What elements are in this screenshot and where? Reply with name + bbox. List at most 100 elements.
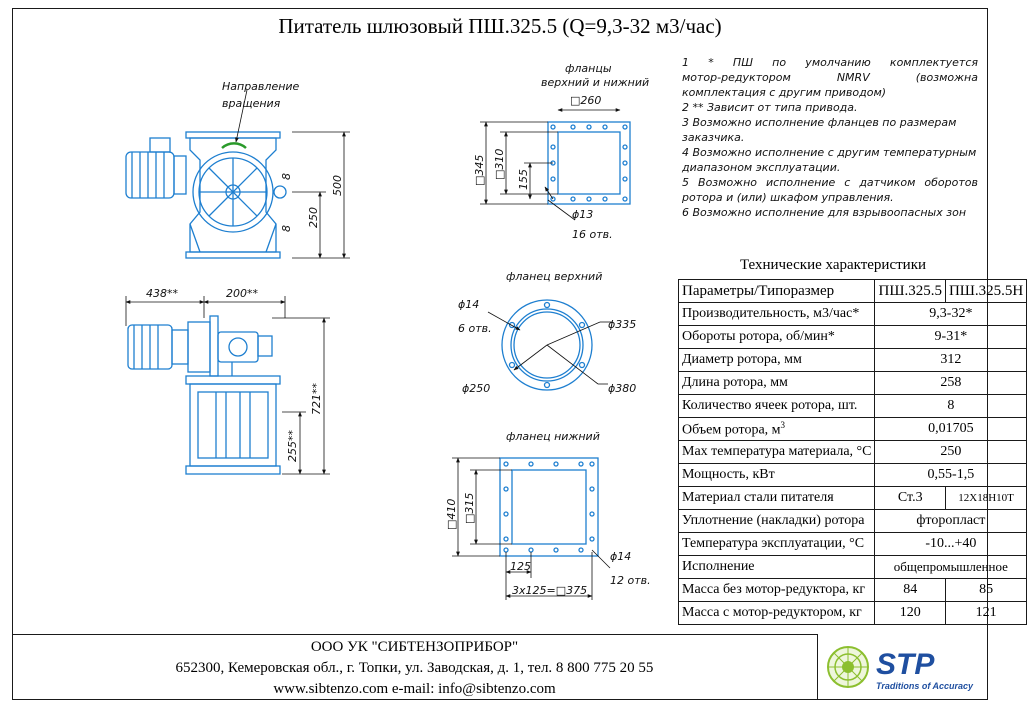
row-param: Производительность, м3/час*: [677, 302, 876, 326]
dim-d250: ϕ250: [462, 382, 490, 395]
note-line: 6 Возможно исполнение для взрывоопасных …: [682, 206, 967, 219]
dim-d380: ϕ380: [608, 382, 636, 395]
header-col1: ПШ.325.5: [874, 279, 946, 303]
dim-sq310: □310: [493, 149, 506, 180]
front-view: [125, 131, 287, 259]
row-param: Max температура материала, °С: [677, 440, 876, 464]
note-line: заказчика.: [682, 131, 745, 144]
side-view: [127, 315, 281, 475]
row-param: Объем ротора, м: [682, 422, 781, 438]
dim-sq260: □260: [570, 94, 601, 107]
row-param: Диаметр ротора, мм: [677, 348, 876, 372]
row-param: Длина ротора, мм: [677, 371, 876, 395]
note-line: 2 ** Зависит от типа привода.: [682, 101, 858, 114]
row-value: 250: [874, 440, 1027, 464]
dim-sq315: □315: [463, 493, 476, 524]
holes-16: 16 отв.: [572, 228, 613, 241]
dim-721: 721**: [310, 383, 323, 415]
table-row: Температура эксплуатации, °С -10...+40: [677, 532, 1027, 556]
dim-d335: ϕ335: [608, 318, 636, 331]
row-value: фторопласт: [874, 509, 1027, 533]
technical-drawing: Направление вращения 500 250 8 8 438** 2: [125, 62, 651, 600]
flange-round-upper-dims: [487, 311, 612, 385]
note-line: диапазоном эксплуатации.: [682, 161, 841, 174]
front-view-dims: [235, 89, 350, 259]
dim-8a: 8: [280, 173, 293, 180]
table-row: Масса с мотор-редуктором, кг 120 121: [677, 601, 1027, 625]
row-value-2: 121: [944, 601, 1027, 625]
dim-155: 155: [517, 169, 530, 190]
row-value: общепромышленное: [874, 555, 1027, 579]
note-line: ротора и (или) шкафом управления.: [682, 191, 894, 204]
side-view-dims: [125, 296, 330, 475]
company-name: ООО УК "СИБТЕНЗОПРИБОР": [310, 639, 519, 655]
rotation-label-2: вращения: [222, 97, 281, 110]
dim-125: 125: [510, 560, 531, 573]
upper-flange-label: фланец верхний: [506, 270, 602, 283]
lower-flange-label: фланец нижний: [506, 430, 600, 443]
note-line: 5 Возможно исполнение с датчиком оборото…: [682, 176, 978, 189]
flange-square-top: [547, 121, 631, 205]
row-param: Материал стали питателя: [677, 486, 876, 510]
table-row: Объем ротора, м3 0,01705: [677, 417, 1027, 441]
dim-438: 438**: [146, 287, 178, 300]
row-value: 9,3-32*: [874, 302, 1027, 326]
row-value: 312: [874, 348, 1027, 372]
flange-square-top-dims: [480, 108, 621, 221]
row-param: Уплотнение (накладки) ротора: [677, 509, 876, 533]
dim-d13: ϕ13: [572, 208, 593, 221]
row-param-cell: Объем ротора, м3: [677, 417, 876, 441]
dim-sq345: □345: [473, 155, 486, 186]
flange-square-lower: [499, 457, 599, 557]
stp-logo: STP Traditions of Accuracy: [818, 634, 988, 700]
dim-200: 200**: [226, 287, 258, 300]
table-row: Диаметр ротора, мм 312: [677, 348, 1027, 372]
dim-3x125: 3x125=□375: [512, 584, 587, 597]
note-line: 3 Возможно исполнение фланцев по размера…: [682, 116, 957, 129]
table-row: Исполнение общепромышленное: [677, 555, 1027, 579]
row-value-1: Ст.3: [874, 486, 946, 510]
logo-emblem-icon: [827, 646, 869, 688]
row-param: Количество ячеек ротора, шт.: [677, 394, 876, 418]
row-value-2: 12Х18Н10Т: [944, 486, 1027, 510]
dim-500: 500: [331, 175, 344, 196]
notes-block: 1 * ПШ по умолчанию комплектуется мотор-…: [682, 55, 978, 220]
spec-title: Технические характеристики: [739, 257, 927, 273]
dim-sq410: □410: [445, 499, 458, 530]
logo-tagline: Traditions of Accuracy: [876, 681, 974, 691]
table-row: Max температура материала, °С 250: [677, 440, 1027, 464]
note-line: 4 Возможно исполнение с другим температу…: [682, 146, 977, 159]
table-row: Обороты ротора, об/мин* 9-31*: [677, 325, 1027, 349]
dim-255: 255**: [286, 430, 299, 462]
row-param: Масса с мотор-редуктором, кг: [677, 601, 876, 625]
table-row: Производительность, м3/час* 9,3-32*: [677, 302, 1027, 326]
row-value: -10...+40: [874, 532, 1027, 556]
logo-name: STP: [876, 648, 935, 681]
holes-12: 12 отв.: [610, 574, 651, 587]
dim-d14b: ϕ14: [610, 550, 631, 563]
table-row: Количество ячеек ротора, шт. 8: [677, 394, 1027, 418]
row-param: Обороты ротора, об/мин*: [677, 325, 876, 349]
row-value: 0,01705: [874, 417, 1027, 441]
row-value: 8: [874, 394, 1027, 418]
note-line: 1 * ПШ по умолчанию комплектуется: [682, 56, 978, 69]
row-param: Температура эксплуатации, °С: [677, 532, 876, 556]
flange-round-upper: [501, 299, 593, 391]
flange-square-lower-dims: [452, 457, 611, 600]
page-title: Питатель шлюзовый ПШ.325.5 (Q=9,3-32 м3/…: [278, 14, 722, 38]
row-param: Исполнение: [677, 555, 876, 579]
rotation-label-1: Направление: [222, 80, 300, 93]
company-address: 652300, Кемеровская обл., г. Топки, ул. …: [175, 660, 654, 676]
spec-table: Параметры/Типоразмер ПШ.325.5 ПШ.325.5Н …: [677, 279, 1027, 625]
flanges-label-2: верхний и нижний: [541, 76, 649, 89]
dim-8b: 8: [280, 225, 293, 232]
row-value-1: 120: [874, 601, 946, 625]
table-row: Материал стали питателя Ст.3 12Х18Н10Т: [677, 486, 1027, 510]
row-param: Мощность, кВт: [677, 463, 876, 487]
row-param-sup: 3: [780, 419, 786, 430]
table-header-row: Параметры/Типоразмер ПШ.325.5 ПШ.325.5Н: [677, 279, 1027, 303]
note-line: мотор-редуктором NMRV (возможна: [682, 71, 978, 84]
note-line: комплектация с другим приводом): [682, 86, 887, 99]
table-row: Мощность, кВт 0,55-1,5: [677, 463, 1027, 487]
row-value: 258: [874, 371, 1027, 395]
